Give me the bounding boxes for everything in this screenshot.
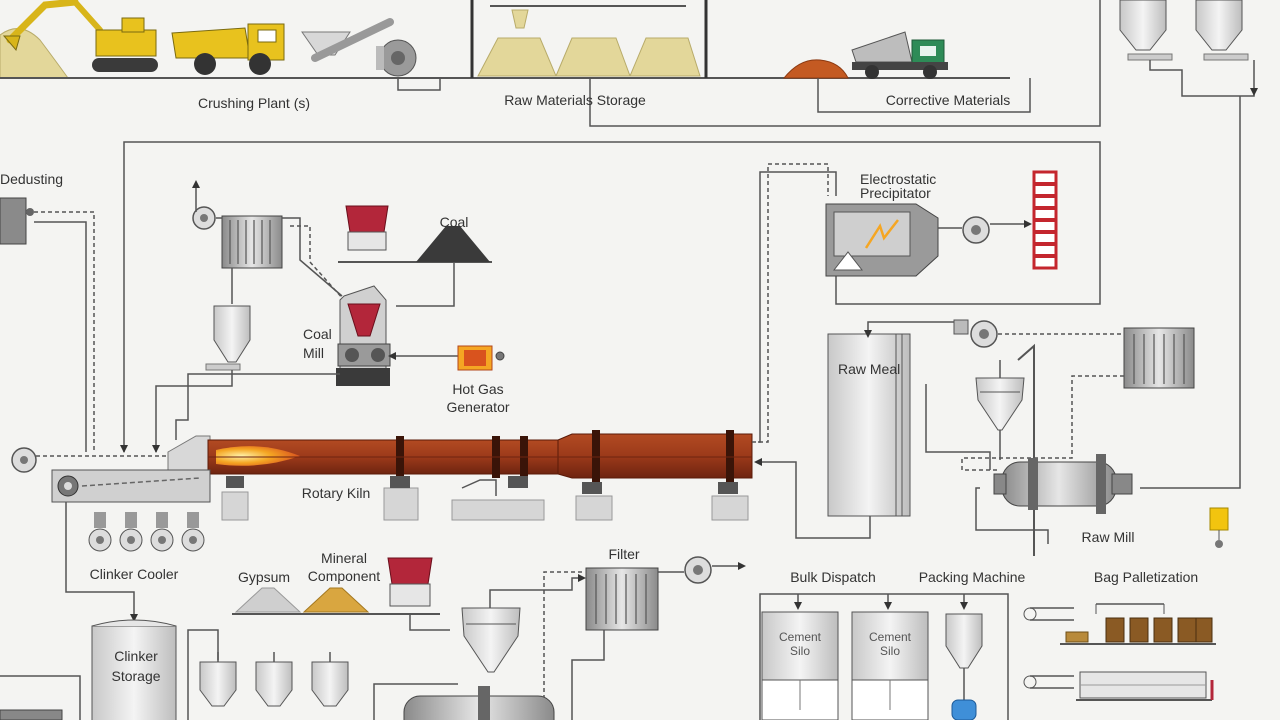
raw-mill-fan (953, 319, 998, 348)
electrostatic-precipitator (825, 203, 939, 277)
label-mineral-component: Mineral Component (307, 550, 381, 584)
label-cement-silo-1: Cement Silo (778, 630, 822, 658)
gypsum-pile (234, 587, 302, 613)
label-dedusting: Dedusting (0, 171, 64, 187)
label-hot-gas-generator: Hot Gas Generator (446, 381, 510, 415)
quarry-area (0, 0, 285, 79)
label-raw-meal: Raw Meal (838, 361, 901, 377)
additive-bins (199, 652, 349, 707)
coal-mill (336, 285, 391, 386)
clinker-cooler (51, 469, 211, 503)
tipper-truck-icon (851, 31, 948, 79)
mineral-component-pile (302, 587, 370, 613)
precipitator-fan (962, 216, 990, 244)
kiln-rollers (226, 476, 738, 494)
coal-bag-filter (221, 215, 283, 269)
label-gypsum: Gypsum (237, 569, 291, 585)
bag-palletization (1023, 603, 1216, 701)
excavator-icon (2, 0, 158, 72)
label-bag-palletization: Bag Palletization (1093, 569, 1199, 585)
label-cement-silo-2: Cement Silo (868, 630, 912, 658)
label-bulk-dispatch: Bulk Dispatch (790, 569, 876, 585)
packing-machine (945, 613, 983, 720)
mineral-feed-hopper (387, 557, 433, 607)
coal-fan (192, 180, 216, 230)
clinker-storage-silo (91, 619, 177, 720)
kiln-flame (216, 446, 300, 466)
cement-mill (403, 686, 555, 720)
coal-pile (416, 226, 490, 262)
label-crushing-plant: Crushing Plant (s) (197, 95, 311, 111)
cement-mill-filter (585, 567, 659, 631)
raw-mill-bag-filter (1123, 327, 1195, 389)
cement-silo-1 (761, 611, 839, 720)
label-packing-machine: Packing Machine (918, 569, 1026, 585)
filter-fan (684, 556, 712, 584)
label-rotary-kiln: Rotary Kiln (301, 485, 371, 501)
corrective-materials (782, 31, 948, 79)
label-raw-mill: Raw Mill (1081, 529, 1135, 545)
label-coal: Coal (439, 214, 469, 230)
label-raw-materials-storage: Raw Materials Storage (504, 92, 646, 108)
raw-mill-separator (975, 377, 1025, 431)
cooler-air-fan (11, 447, 37, 473)
label-clinker-storage: Clinker Storage (111, 648, 161, 684)
label-filter: Filter (608, 546, 640, 562)
kiln-supports (221, 487, 749, 521)
hot-gas-generator (457, 345, 505, 371)
exhaust-stack (1032, 170, 1058, 270)
raw-mill (993, 454, 1133, 514)
raw-material-hoppers (1119, 0, 1249, 61)
coal-dust-bin (205, 305, 251, 371)
label-coal-mill: Coal Mill (303, 326, 332, 361)
rotary-kiln (167, 430, 753, 482)
raw-materials-storage (470, 0, 708, 78)
label-electrostatic-precipitator: Electrostatic Precipitator (860, 171, 937, 201)
label-corrective-materials: Corrective Materials (885, 92, 1011, 108)
yellow-sensor (1209, 507, 1229, 548)
dump-truck-icon (171, 23, 285, 75)
crushing-plant (301, 18, 417, 77)
dedusting-filter (0, 197, 34, 245)
cooler-fans (88, 512, 205, 552)
label-clinker-cooler: Clinker Cooler (89, 566, 179, 582)
cement-silo-2 (851, 611, 929, 720)
cement-separator (461, 607, 521, 673)
clinker-conveyor (0, 709, 63, 720)
